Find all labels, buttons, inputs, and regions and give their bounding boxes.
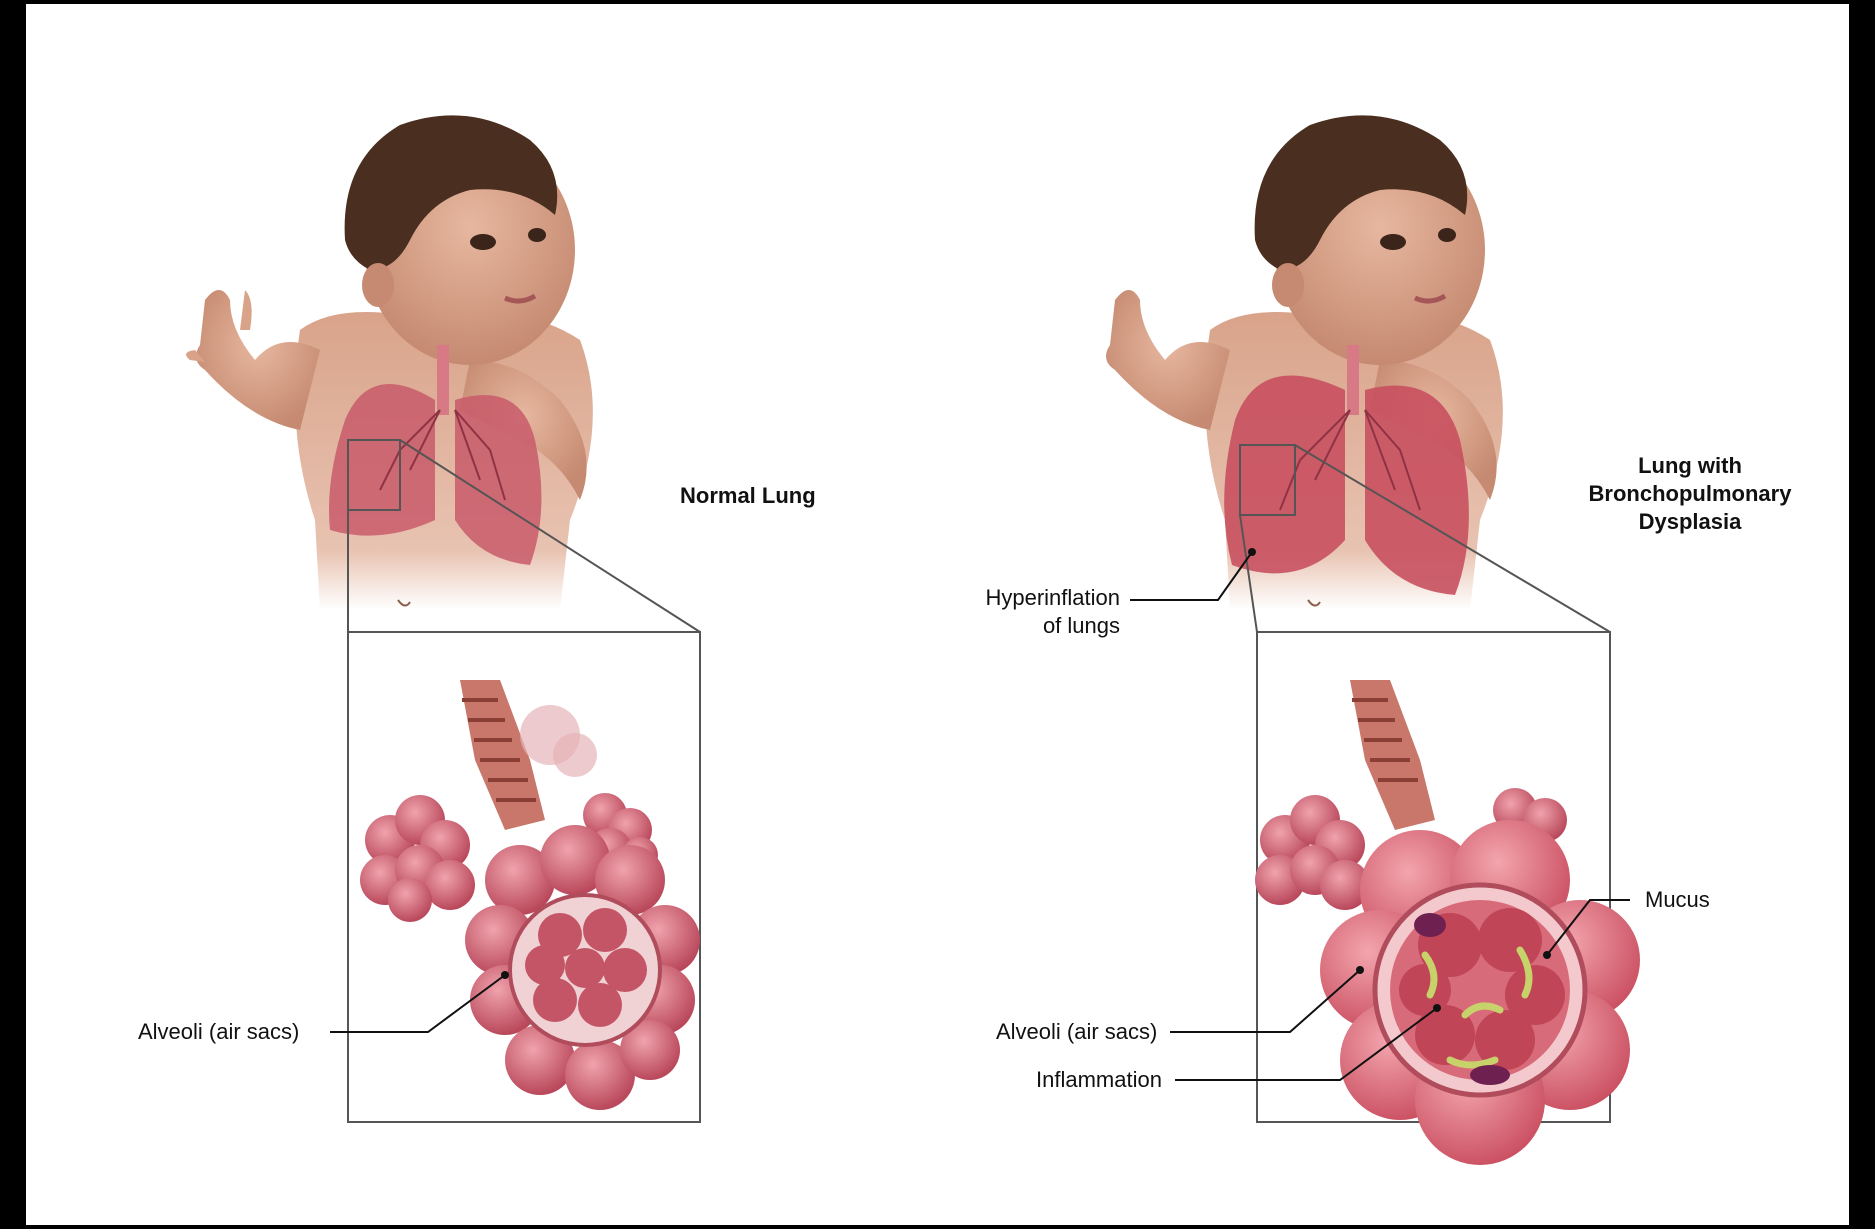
right-panel-title: Lung with Bronchopulmonary Dysplasia xyxy=(1570,452,1810,536)
right-baby-figure xyxy=(1106,115,1610,632)
hyperinflation-line1: Hyperinflation xyxy=(960,584,1120,612)
right-alveoli-label: Alveoli (air sacs) xyxy=(996,1018,1157,1046)
left-panel-title: Normal Lung xyxy=(680,482,816,510)
left-baby-figure xyxy=(186,115,700,632)
hyperinflation-label: Hyperinflation of lungs xyxy=(960,584,1120,640)
left-alveoli-label: Alveoli (air sacs) xyxy=(138,1018,299,1046)
mucus-label: Mucus xyxy=(1645,886,1710,914)
right-title-line2: Bronchopulmonary xyxy=(1570,480,1810,508)
inflammation-label: Inflammation xyxy=(1036,1066,1162,1094)
right-title-line3: Dysplasia xyxy=(1570,508,1810,536)
right-title-line1: Lung with xyxy=(1570,452,1810,480)
hyperinflation-line2: of lungs xyxy=(960,612,1120,640)
